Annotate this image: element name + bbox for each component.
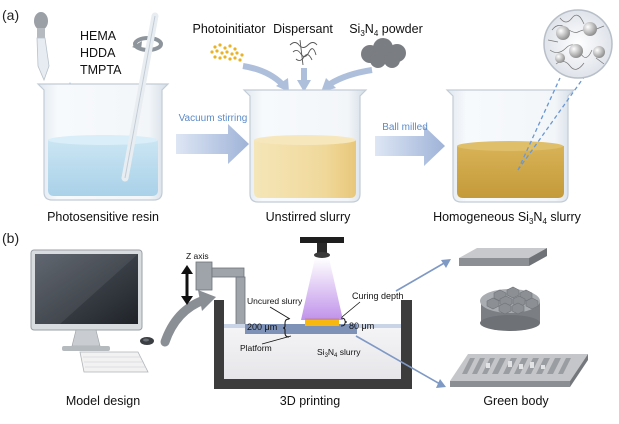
build-platform	[245, 324, 357, 334]
label-layer-thickness: 200 μm	[247, 322, 277, 332]
green-body-microchannel	[450, 354, 588, 387]
label-ball-milled: Ball milled	[382, 122, 428, 133]
panel-b-label: (b)	[2, 230, 19, 246]
arrow-to-printer	[160, 290, 216, 347]
beaker-resin	[36, 83, 170, 201]
arrow-vacuum-stirring	[176, 124, 249, 164]
caption-unstirred: Unstirred slurry	[266, 210, 351, 224]
label-si3n4-powder: Si3N4 powder	[349, 22, 423, 38]
unstirred-slurry-liquid	[254, 136, 356, 198]
caption-green-body: Green body	[483, 394, 549, 408]
cure-bracket	[340, 317, 348, 327]
monomer-tmpta: TMPTA	[80, 63, 122, 77]
curing-depth-pointer	[341, 301, 361, 318]
caption-3d-printing: 3D printing	[280, 394, 340, 408]
arrow-ball-milled	[375, 126, 445, 166]
beaker-homogeneous	[445, 89, 576, 203]
stirring-rod	[121, 12, 159, 182]
dropper-icon	[34, 12, 50, 82]
label-cure-thickness: 80 μm	[349, 321, 374, 331]
uv-beam	[301, 258, 343, 320]
caption-resin: Photosensitive resin	[47, 210, 159, 224]
label-platform: Platform	[240, 343, 272, 353]
green-body-plate	[459, 248, 547, 266]
panel-a-label: (a)	[2, 7, 19, 23]
platform-pointer	[261, 335, 292, 345]
label-si3n4-slurry: Si3N4 slurry	[317, 347, 361, 359]
dispersant-molecule-icon	[289, 39, 318, 66]
green-body-honeycomb	[480, 286, 540, 331]
cured-layer	[305, 318, 339, 326]
label-z-axis: Z axis	[186, 251, 209, 261]
particle-zoom-circle	[543, 9, 613, 79]
powder-cloud-icon	[361, 38, 406, 68]
label-uncured-slurry: Uncured slurry	[247, 296, 303, 306]
caption-model-design: Model design	[66, 394, 140, 408]
homogeneous-slurry-liquid	[457, 142, 564, 198]
computer-monitor-icon	[30, 249, 143, 351]
z-axis-arrow-icon	[181, 265, 193, 305]
arrows-to-green-bodies	[355, 259, 451, 388]
mouse-icon	[140, 337, 154, 345]
light-source-icon	[300, 237, 344, 258]
beaker-unstirred	[242, 89, 368, 203]
label-curing-depth: Curing depth	[352, 291, 404, 301]
monomer-hdda: HDDA	[80, 46, 116, 60]
caption-homogeneous: Homogeneous Si3N4 slurry	[433, 210, 582, 226]
zoom-line	[517, 77, 561, 171]
uncured-pointer	[269, 306, 291, 320]
monomer-hema: HEMA	[80, 29, 117, 43]
photoinitiator-particles-icon	[210, 43, 244, 62]
label-vacuum-stirring: Vacuum stirring	[179, 113, 248, 124]
additive-arrows	[242, 63, 373, 92]
keyboard-icon	[79, 351, 149, 373]
label-dispersant: Dispersant	[273, 22, 333, 36]
layer-bracket	[282, 318, 290, 338]
label-photoinitiator: Photoinitiator	[193, 22, 266, 36]
